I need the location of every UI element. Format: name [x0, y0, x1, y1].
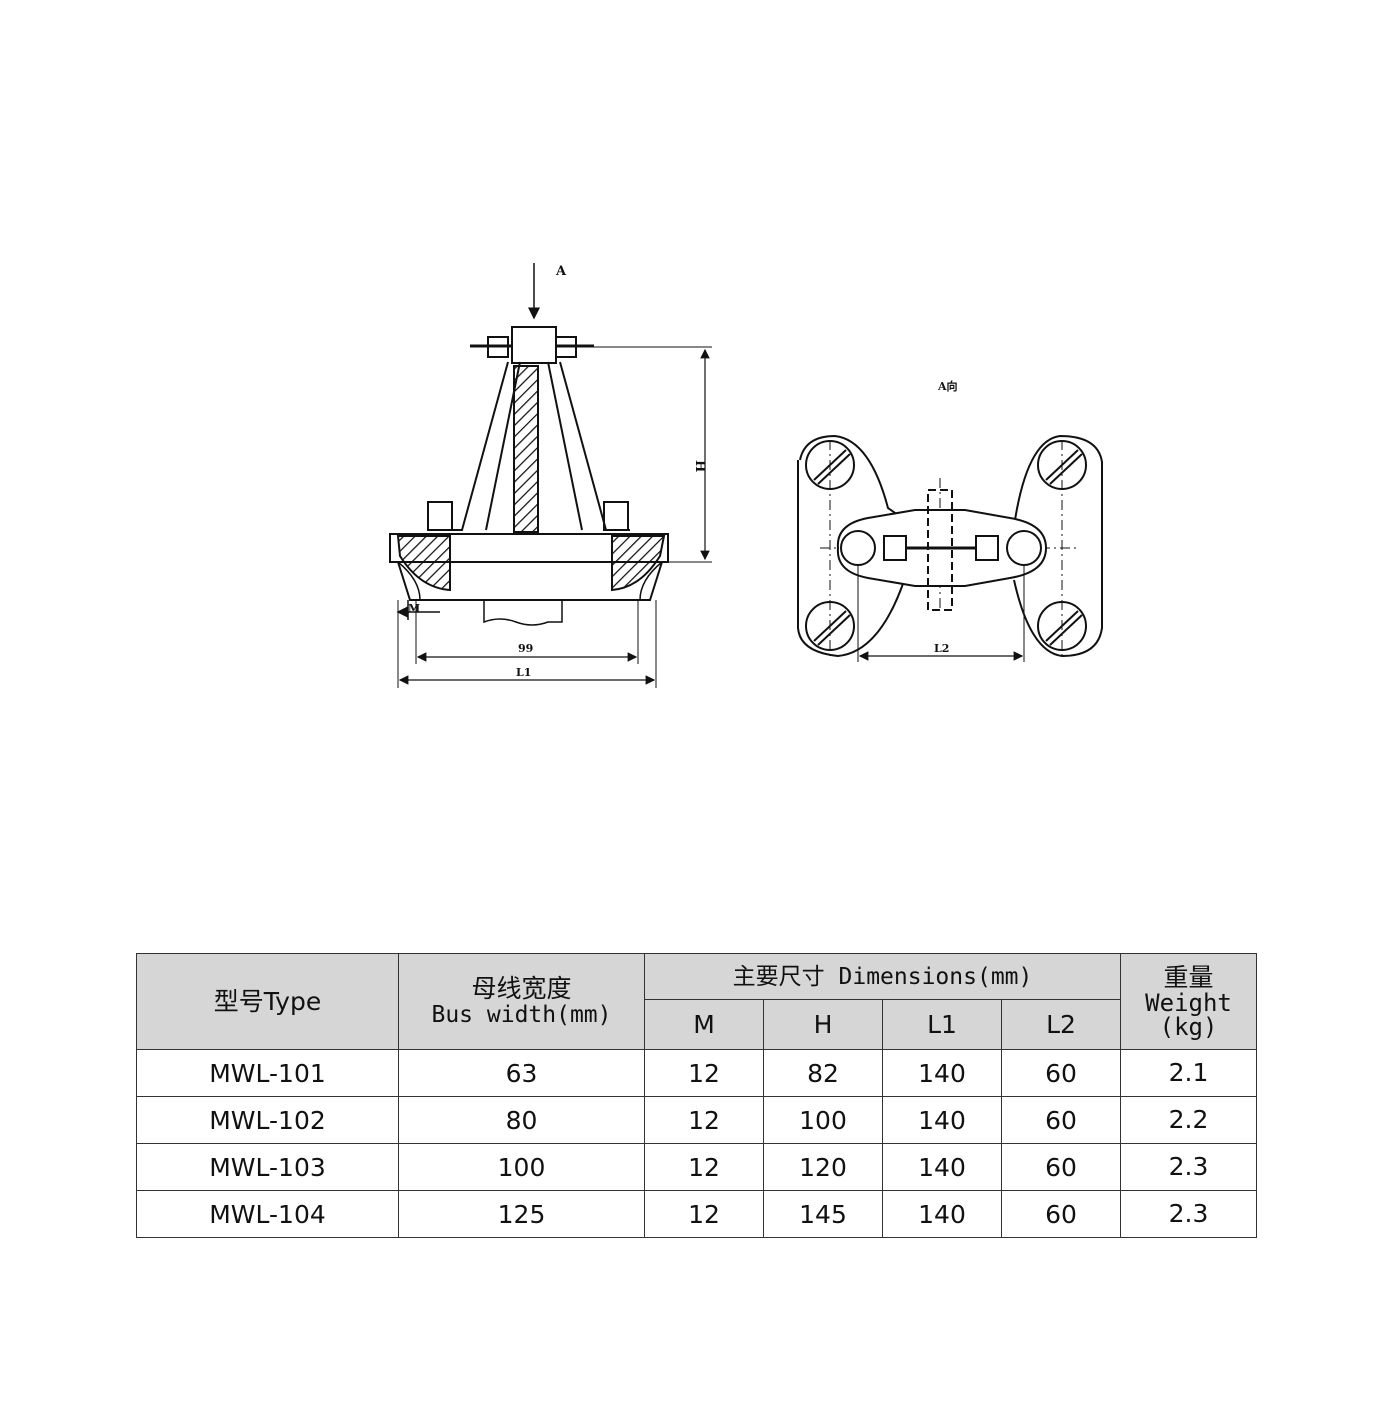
- table-row: MWL-104 125 12 145 140 60 2.3: [136, 1190, 1258, 1238]
- right-leg-inner: [547, 361, 583, 531]
- hatch-right: [611, 535, 666, 592]
- cell-m: 12: [644, 1190, 764, 1238]
- cell-h: 120: [763, 1143, 883, 1191]
- spec-table: 型号Type 母线宽度 Bus width(mm) 主要尺寸 Dimension…: [136, 953, 1258, 1238]
- dim-l1-label: L1: [516, 666, 531, 679]
- header-col-m: M: [644, 999, 764, 1050]
- arrow-a-label: A: [555, 264, 567, 279]
- left-leg: [440, 361, 509, 531]
- header-type: 型号Type: [136, 953, 399, 1050]
- header-weight: 重量 Weight (kg): [1120, 953, 1258, 1050]
- table-row: MWL-103 100 12 120 140 60 2.3: [136, 1143, 1258, 1191]
- lower-stub: [483, 600, 563, 626]
- base-bolt-right: [603, 501, 629, 531]
- busbar-dashed: [927, 489, 953, 611]
- right-leg: [559, 361, 630, 531]
- cell-type: MWL-103: [136, 1143, 399, 1191]
- table-row: MWL-102 80 12 100 140 60 2.2: [136, 1096, 1258, 1144]
- cell-l2: 60: [1000, 1096, 1122, 1144]
- top-view-title: A向: [937, 379, 958, 393]
- header-weight-unit: (kg): [1159, 1012, 1218, 1041]
- cell-l1: 140: [882, 1049, 1002, 1097]
- header-col-l1: L1: [882, 999, 1002, 1050]
- cell-l1: 140: [882, 1143, 1002, 1191]
- clamp-head: [511, 326, 557, 364]
- cell-h: 145: [763, 1190, 883, 1238]
- cell-type: MWL-104: [136, 1190, 399, 1238]
- cell-l2: 60: [1000, 1143, 1122, 1191]
- cell-bus: 100: [398, 1143, 645, 1191]
- header-weight-cn: 重量: [1163, 962, 1214, 992]
- cell-bus: 80: [398, 1096, 645, 1144]
- cell-weight: 2.3: [1120, 1190, 1258, 1238]
- cell-l2: 60: [1000, 1049, 1122, 1097]
- header-bus-width: 母线宽度 Bus width(mm): [398, 953, 645, 1050]
- table-row: MWL-101 63 12 82 140 60 2.1: [136, 1049, 1258, 1097]
- header-bus-cn: 母线宽度: [471, 973, 572, 1003]
- cell-type: MWL-102: [136, 1096, 399, 1144]
- cell-type: MWL-101: [136, 1049, 399, 1097]
- side-view: [389, 263, 712, 688]
- dim-l2-label: L2: [934, 642, 949, 655]
- base-bolt-left: [427, 501, 453, 531]
- dim-m-label: M: [408, 602, 420, 615]
- header-bus-en: Bus width(mm): [431, 1001, 612, 1028]
- cell-m: 12: [644, 1049, 764, 1097]
- dim-99-label: 99: [518, 642, 533, 655]
- cell-h: 100: [763, 1096, 883, 1144]
- technical-drawing: A H M 99 L1 A向 L2: [389, 263, 1103, 688]
- cell-bus: 125: [398, 1190, 645, 1238]
- busbar-section: [513, 365, 539, 533]
- header-col-l2: L2: [1000, 999, 1122, 1050]
- cell-m: 12: [644, 1096, 764, 1144]
- header-weight-en: Weight: [1145, 988, 1232, 1017]
- cell-l1: 140: [882, 1096, 1002, 1144]
- header-dimensions: 主要尺寸 Dimensions(mm): [643, 953, 1122, 1000]
- dim-h-label: H: [692, 460, 707, 472]
- hatch-left: [396, 535, 451, 592]
- cell-l1: 140: [882, 1190, 1002, 1238]
- top-view: [797, 434, 1103, 662]
- cell-weight: 2.2: [1120, 1096, 1258, 1144]
- cell-bus: 63: [398, 1049, 645, 1097]
- cell-weight: 2.3: [1120, 1143, 1258, 1191]
- cell-h: 82: [763, 1049, 883, 1097]
- insulator-body: [397, 561, 663, 601]
- cell-weight: 2.1: [1120, 1049, 1258, 1097]
- cell-m: 12: [644, 1143, 764, 1191]
- header-col-h: H: [763, 999, 883, 1050]
- base-outline: [797, 434, 1103, 658]
- cell-l2: 60: [1000, 1190, 1122, 1238]
